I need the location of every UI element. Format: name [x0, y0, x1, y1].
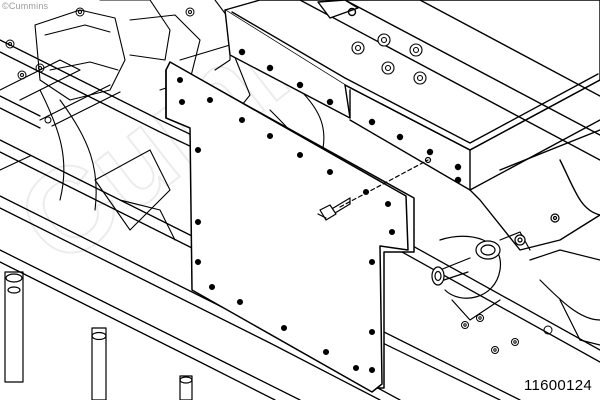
fitting-assembly [431, 213, 600, 346]
frame-posts [4, 271, 193, 400]
mounting-plate [165, 61, 415, 393]
copyright-watermark: ©Cummins [2, 1, 49, 11]
plate-holes [176, 76, 396, 374]
figure-number: 11600124 [523, 377, 592, 394]
frame-cross-members [0, 59, 121, 171]
upper-bracket-assembly [224, 0, 600, 251]
mounting-capscrew [317, 156, 432, 221]
frame-fasteners [5, 7, 553, 354]
